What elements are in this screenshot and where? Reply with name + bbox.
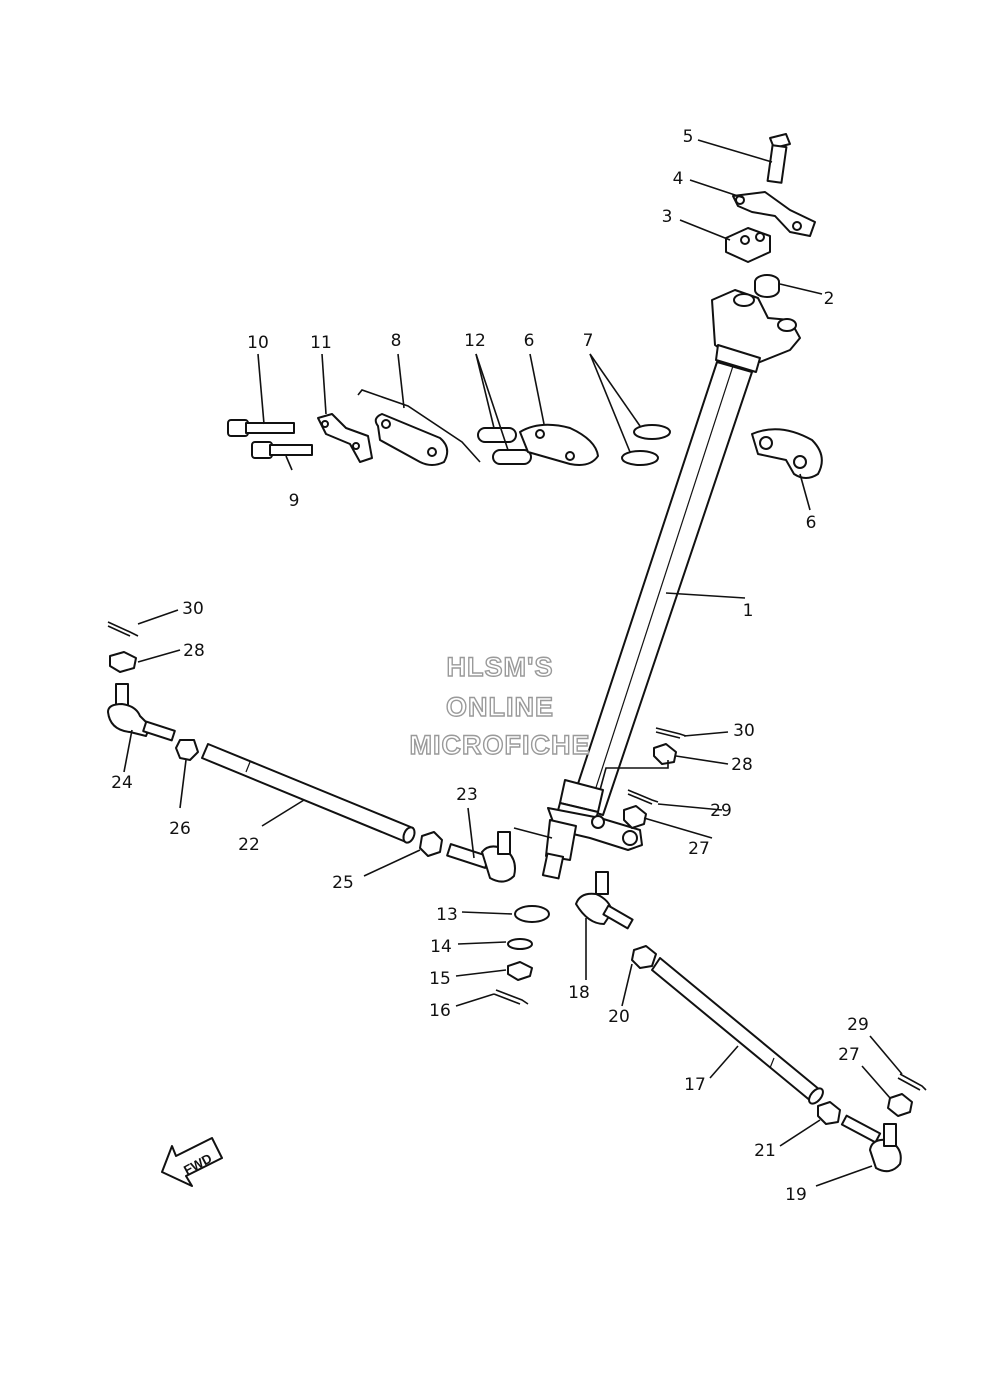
cap-part [754, 274, 780, 298]
callout-17: 17 [684, 1075, 706, 1095]
watermark-line-2: ONLINE [446, 692, 554, 722]
linkage-assembly [227, 389, 671, 466]
callout-30-left: 30 [182, 599, 204, 619]
callout-1: 1 [743, 601, 754, 621]
callout-29-center: 29 [710, 801, 732, 821]
callout-27-center: 27 [688, 839, 710, 859]
callout-21: 21 [754, 1141, 776, 1161]
plate-part [732, 191, 816, 237]
callout-2: 2 [824, 289, 835, 309]
callout-27-right: 27 [838, 1045, 860, 1065]
callout-11: 11 [310, 333, 332, 353]
callout-30-center: 30 [733, 721, 755, 741]
callout-16: 16 [429, 1001, 451, 1021]
forward-arrow-icon: FWD [161, 1137, 223, 1187]
callout-3: 3 [662, 207, 673, 227]
callout-28-center: 28 [731, 755, 753, 775]
callout-20: 20 [608, 1007, 630, 1027]
steering-shaft [541, 289, 801, 880]
callout-14: 14 [430, 937, 452, 957]
right-tie-rod [575, 871, 927, 1173]
holder-part [725, 227, 771, 263]
bolt-part [766, 133, 791, 184]
callout-6-right: 6 [806, 513, 817, 533]
callout-15: 15 [429, 969, 451, 989]
callout-13: 13 [436, 905, 458, 925]
callout-29-right: 29 [847, 1015, 869, 1035]
watermark-line-3: MICROFICHE [410, 730, 591, 760]
center-small-parts [623, 727, 687, 829]
callout-23: 23 [456, 785, 478, 805]
watermark-line-1: HLSM'S [447, 652, 554, 682]
callout-10: 10 [247, 333, 269, 353]
callout-19: 19 [785, 1185, 807, 1205]
callout-28-left: 28 [183, 641, 205, 661]
left-tie-rod [107, 621, 416, 844]
callout-8: 8 [391, 331, 402, 351]
center-tie-rod-end [419, 831, 516, 883]
leader-lines [123, 139, 903, 1187]
callout-9: 9 [289, 491, 300, 511]
callout-numbers: 1 2 3 4 5 6 6 7 8 9 10 11 12 13 14 15 16… [111, 127, 869, 1205]
callout-24: 24 [111, 773, 133, 793]
callout-4: 4 [673, 169, 684, 189]
callout-26: 26 [169, 819, 191, 839]
clamp-right-part [751, 428, 823, 479]
washer-stack [493, 905, 550, 1005]
callout-25: 25 [332, 873, 354, 893]
callout-7: 7 [583, 331, 594, 351]
callout-18: 18 [568, 983, 590, 1003]
callout-12: 12 [464, 331, 486, 351]
callout-22: 22 [238, 835, 260, 855]
callout-5: 5 [683, 127, 694, 147]
watermark: HLSM'S ONLINE MICROFICHE [409, 651, 591, 760]
callout-6-top: 6 [524, 331, 535, 351]
